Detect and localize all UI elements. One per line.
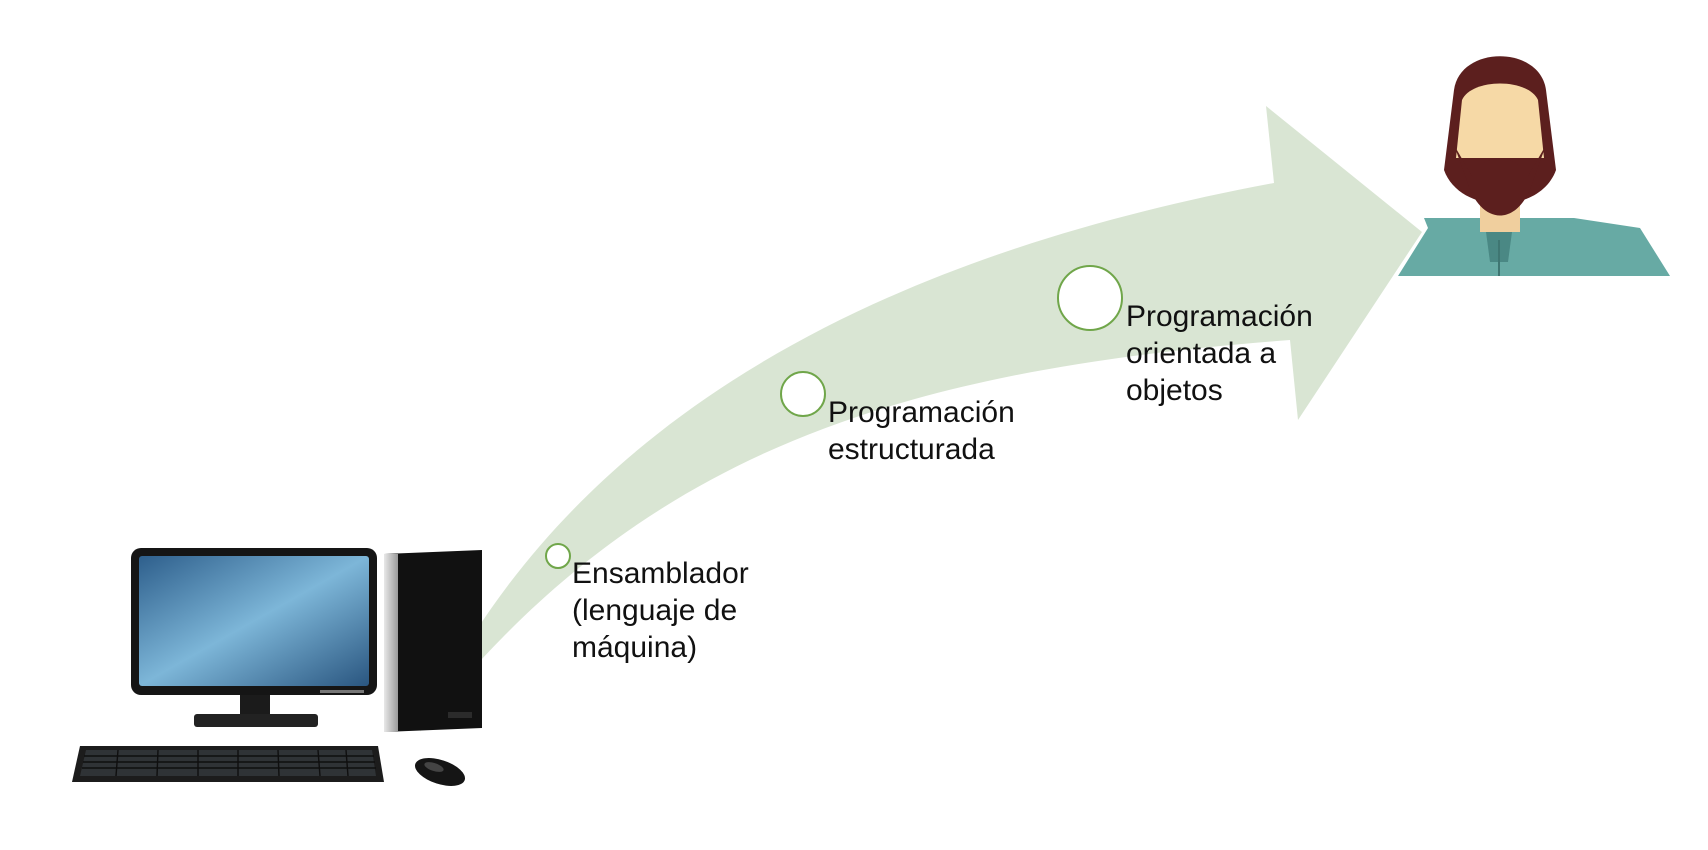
milestone-circle-assembler: [545, 543, 571, 569]
desktop-computer-icon: [72, 548, 482, 786]
progress-arrow: [420, 106, 1422, 732]
milestone-circle-structured: [780, 371, 826, 417]
step-label-line: Programación: [828, 396, 1015, 429]
bearded-person-avatar-icon: [1398, 56, 1670, 276]
step-label-line: Ensamblador: [572, 557, 749, 590]
step-label-line: orientada a: [1126, 337, 1277, 370]
step-label-oop: Programación orientada a objetos: [1126, 298, 1313, 409]
step-label-line: objetos: [1126, 374, 1223, 407]
step-label-line: máquina): [572, 631, 698, 664]
step-label-structured: Programación estructurada: [828, 394, 1015, 468]
milestone-circle-oop: [1057, 265, 1123, 331]
step-label-assembler: Ensamblador (lenguaje de máquina): [572, 555, 749, 666]
step-label-line: (lenguaje de: [572, 594, 738, 627]
step-label-line: Programación: [1126, 300, 1313, 333]
step-label-line: estructurada: [828, 433, 995, 466]
